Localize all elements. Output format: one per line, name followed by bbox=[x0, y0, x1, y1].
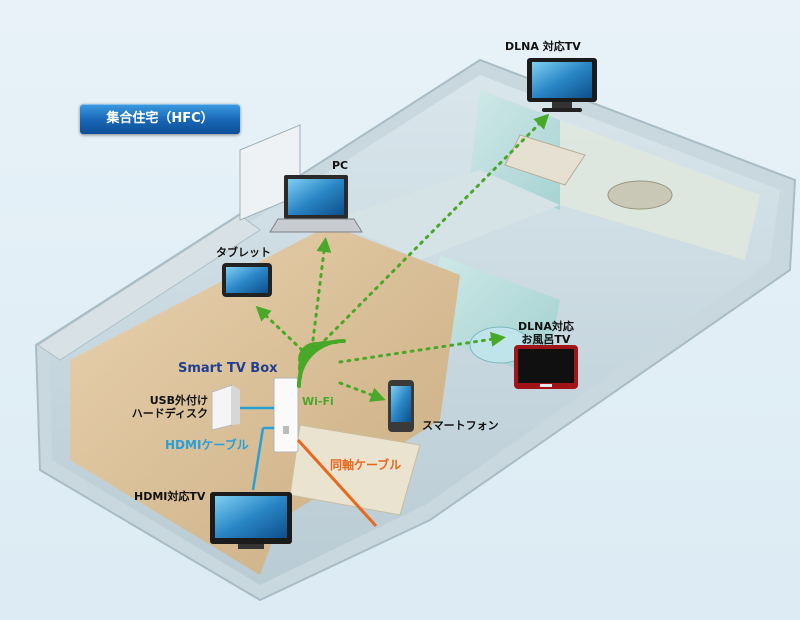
bath-tv-device bbox=[514, 345, 578, 389]
smartphone-device bbox=[388, 380, 414, 432]
building-type-badge: 集合住宅（HFC） bbox=[80, 104, 240, 134]
wifi-links bbox=[255, 113, 550, 402]
wifi-label: Wi-Fi bbox=[302, 395, 334, 408]
dining-table bbox=[607, 180, 673, 210]
bath-tv-label: DLNA対応 お風呂TV bbox=[518, 320, 574, 346]
bath-tv-label-line1: DLNA対応 bbox=[518, 320, 574, 333]
tablet-device bbox=[222, 263, 272, 297]
smartphone-label: スマートフォン bbox=[422, 419, 499, 432]
bed bbox=[504, 134, 586, 186]
bath-tv-label-line2: お風呂TV bbox=[521, 333, 571, 346]
pc-device bbox=[269, 175, 363, 233]
stb-label: Smart TV Box bbox=[178, 361, 278, 376]
hdmi-cable-label: HDMIケーブル bbox=[165, 438, 249, 452]
usb-hdd-device bbox=[211, 384, 240, 431]
coax-cable-line bbox=[296, 438, 378, 528]
rug bbox=[289, 424, 421, 516]
usb-hdd-label: USB外付け ハードディスク bbox=[118, 394, 208, 420]
dlna-tv-label: DLNA 対応TV bbox=[505, 40, 581, 53]
tablet-label: タブレット bbox=[216, 246, 271, 259]
pc-label: PC bbox=[332, 159, 349, 172]
stb-device bbox=[273, 377, 299, 453]
hdmi-tv-label: HDMI対応TV bbox=[134, 490, 206, 503]
hallway bbox=[330, 170, 560, 260]
usb-hdd-label-line2: ハードディスク bbox=[131, 407, 208, 420]
coax-cable-label: 同軸ケーブル bbox=[330, 458, 402, 472]
hdmi-cable-line bbox=[240, 406, 274, 491]
dlna-tv-device bbox=[527, 58, 597, 112]
usb-hdd-label-line1: USB外付け bbox=[149, 394, 208, 407]
hdmi-tv-device bbox=[210, 492, 292, 549]
living-room bbox=[70, 225, 460, 575]
balcony bbox=[37, 214, 261, 361]
wifi-signal-icon bbox=[296, 338, 346, 388]
